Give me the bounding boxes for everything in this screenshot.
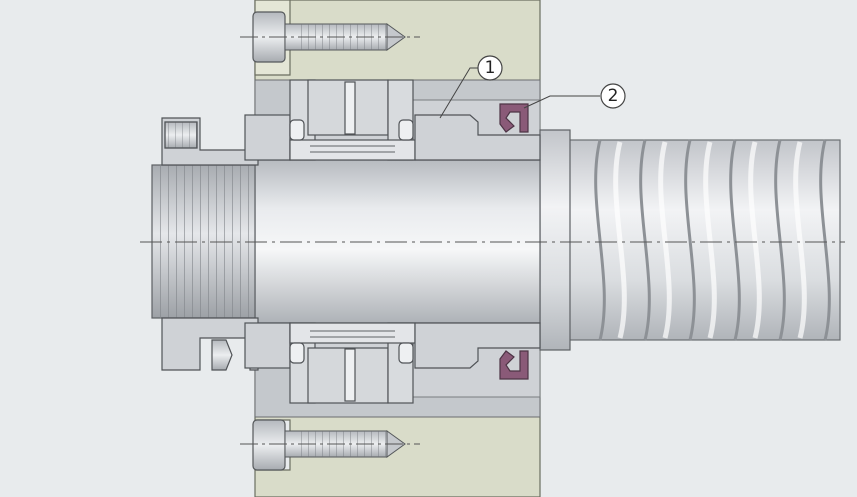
threaded-spindle — [559, 139, 841, 341]
bearing-lower — [244, 322, 416, 404]
lock-nut — [161, 117, 259, 371]
callout-1: 1 — [439, 55, 503, 119]
callout-2-label: 2 — [608, 86, 619, 106]
spindle-shoulder — [539, 129, 571, 351]
callout-2: 2 — [523, 83, 626, 109]
seal — [499, 103, 529, 380]
bearing-upper — [244, 79, 416, 161]
callout-1-label: 1 — [485, 58, 496, 78]
spacer-ring — [414, 114, 541, 369]
